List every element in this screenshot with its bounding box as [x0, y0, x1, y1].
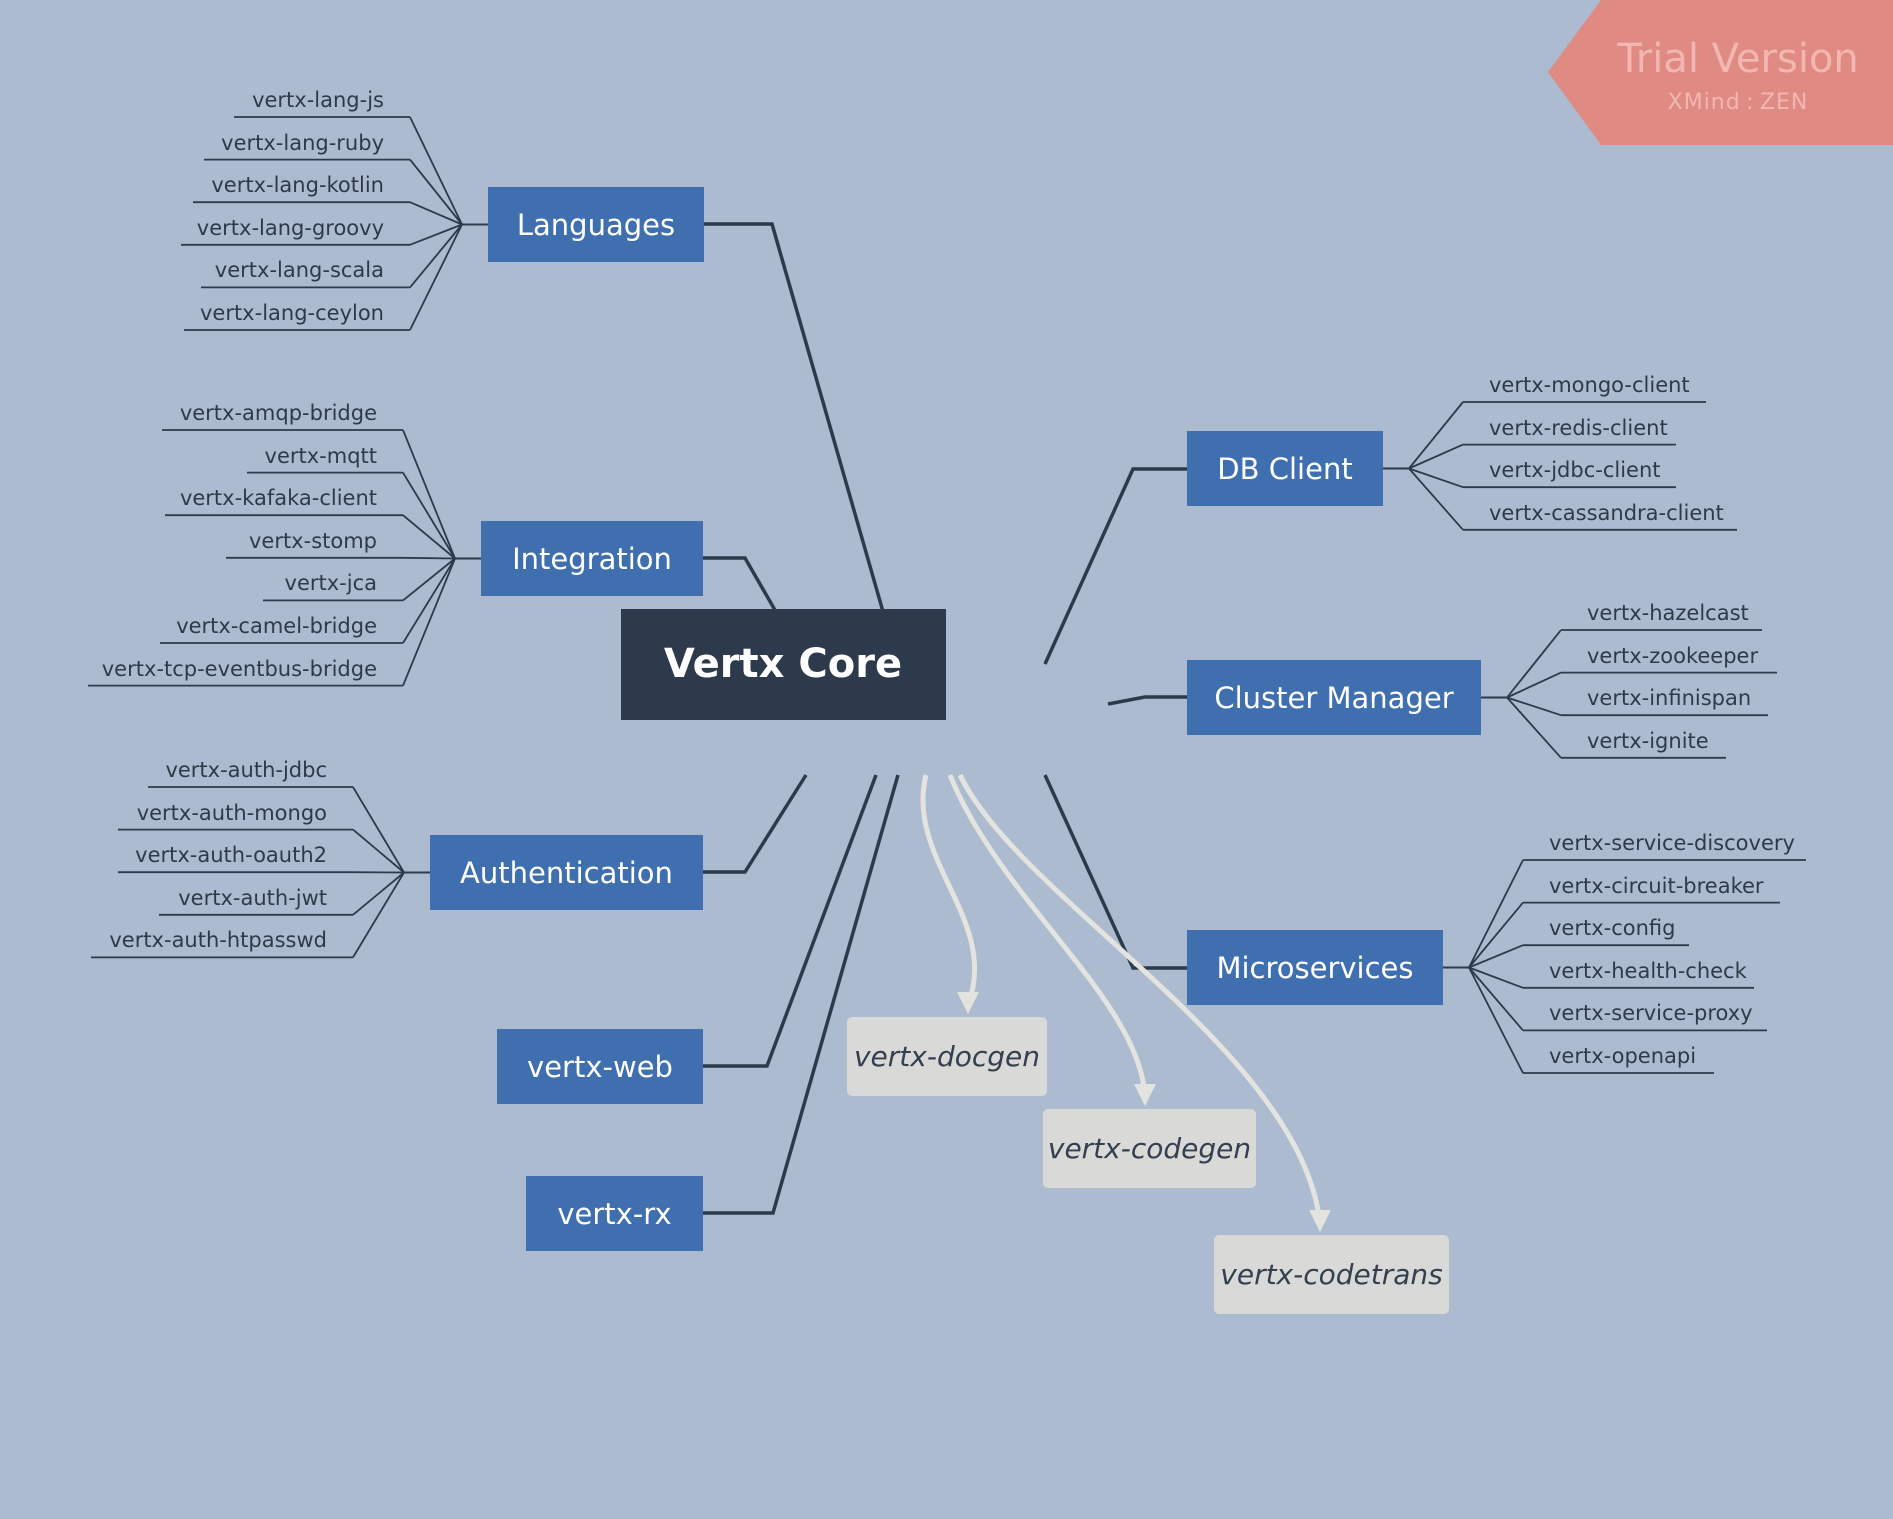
relationship-vertx-codetrans — [957, 773, 1323, 1224]
trial-watermark-subtitle: XMind : ZEN — [1667, 90, 1809, 115]
relationship-vertx-codegen — [947, 774, 1148, 1098]
topic-vertx-web[interactable]: vertx-web — [497, 1029, 703, 1104]
subtopic-connector-vertx-lang-ruby — [409, 159, 463, 226]
subtopic-connector-vertx-redis-client — [1408, 443, 1464, 470]
floating-topic-vertx-codetrans[interactable]: vertx-codetrans — [1214, 1235, 1449, 1314]
subtopic-vertx-tcp-eventbus-bridge[interactable]: vertx-tcp-eventbus-bridge — [101, 656, 377, 681]
subtopic-vertx-service-discovery[interactable]: vertx-service-discovery — [1549, 831, 1795, 855]
subtopic-vertx-camel-bridge[interactable]: vertx-camel-bridge — [176, 614, 377, 638]
subtopic-connector-vertx-lang-kotlin — [409, 201, 463, 226]
subtopic-connector-vertx-auth-jwt — [352, 871, 405, 916]
relationship-arrowhead-vertx-codegen — [1134, 1084, 1156, 1106]
subtopic-vertx-lang-ruby[interactable]: vertx-lang-ruby — [221, 130, 384, 155]
topic-cluster-manager[interactable]: Cluster Manager — [1187, 660, 1481, 735]
subtopic-vertx-health-check[interactable]: vertx-health-check — [1549, 958, 1747, 983]
subtopic-connector-vertx-openapi — [1468, 967, 1524, 1074]
subtopic-vertx-cassandra-client[interactable]: vertx-cassandra-client — [1489, 500, 1724, 525]
subtopic-connector-vertx-zookeeper — [1506, 671, 1562, 699]
subtopic-vertx-mongo-client[interactable]: vertx-mongo-client — [1489, 373, 1690, 397]
subtopic-vertx-redis-client[interactable]: vertx-redis-client — [1489, 415, 1668, 440]
subtopic-vertx-auth-jwt[interactable]: vertx-auth-jwt — [178, 885, 327, 910]
subtopic-connector-vertx-kafaka-client — [402, 514, 456, 560]
subtopic-vertx-ignite[interactable]: vertx-ignite — [1587, 728, 1709, 753]
subtopic-connector-vertx-mqtt — [402, 472, 456, 559]
connector-vertx-web — [703, 774, 878, 1068]
topic-vertx-rx[interactable]: vertx-rx — [526, 1176, 703, 1251]
subtopic-vertx-lang-scala[interactable]: vertx-lang-scala — [214, 258, 384, 283]
topic-db-client[interactable]: DB Client — [1187, 431, 1383, 506]
subtopic-vertx-jdbc-client[interactable]: vertx-jdbc-client — [1489, 458, 1661, 483]
trial-watermark-title: Trial Version — [1617, 36, 1859, 82]
subtopic-vertx-lang-groovy[interactable]: vertx-lang-groovy — [196, 215, 384, 240]
subtopic-vertx-auth-htpasswd[interactable]: vertx-auth-htpasswd — [109, 928, 327, 953]
subtopic-connector-vertx-infinispan — [1506, 696, 1562, 717]
subtopic-connector-vertx-cassandra-client — [1408, 467, 1464, 531]
trial-watermark — [1548, 0, 1893, 145]
subtopic-vertx-config[interactable]: vertx-config — [1549, 916, 1676, 941]
subtopic-vertx-zookeeper[interactable]: vertx-zookeeper — [1587, 643, 1759, 668]
subtopic-vertx-circuit-breaker[interactable]: vertx-circuit-breaker — [1549, 873, 1764, 898]
subtopic-connector-vertx-circuit-breaker — [1468, 902, 1524, 969]
subtopic-connector-vertx-tcp-eventbus-bridge — [402, 558, 456, 686]
subtopic-connector-vertx-jdbc-client — [1408, 467, 1464, 489]
topic-microservices[interactable]: Microservices — [1187, 930, 1443, 1005]
subtopic-vertx-auth-jdbc[interactable]: vertx-auth-jdbc — [165, 758, 327, 782]
topic-authentication[interactable]: Authentication — [430, 835, 703, 910]
subtopic-connector-vertx-jca — [402, 557, 456, 602]
subtopic-connector-vertx-lang-js — [409, 116, 463, 225]
connector-languages — [704, 222, 900, 665]
subtopic-connector-vertx-lang-scala — [409, 223, 463, 288]
subtopic-connector-vertx-lang-ceylon — [409, 224, 463, 331]
subtopic-vertx-stomp[interactable]: vertx-stomp — [248, 528, 377, 553]
connector-db-client — [1043, 467, 1187, 665]
connector-microservices — [1043, 774, 1187, 970]
subtopic-connector-vertx-config — [1468, 944, 1524, 969]
subtopic-vertx-lang-js[interactable]: vertx-lang-js — [252, 88, 384, 112]
central-topic[interactable]: Vertx Core — [620, 608, 946, 720]
connector-authentication — [703, 774, 808, 874]
topic-integration[interactable]: Integration — [481, 521, 703, 596]
floating-topic-vertx-docgen[interactable]: vertx-docgen — [847, 1017, 1047, 1096]
connector-vertx-rx — [703, 774, 900, 1215]
subtopic-vertx-kafaka-client[interactable]: vertx-kafaka-client — [179, 486, 377, 511]
subtopic-connector-vertx-auth-mongo — [352, 828, 405, 874]
subtopic-vertx-service-proxy[interactable]: vertx-service-proxy — [1549, 1001, 1753, 1026]
relationship-arrowhead-vertx-docgen — [957, 992, 979, 1014]
subtopic-connector-vertx-stomp — [402, 556, 456, 560]
subtopic-vertx-mqtt[interactable]: vertx-mqtt — [264, 443, 377, 468]
subtopic-connector-vertx-auth-jdbc — [352, 786, 405, 873]
subtopic-connector-vertx-health-check — [1468, 966, 1524, 989]
subtopic-connector-vertx-mongo-client — [1408, 401, 1464, 470]
subtopic-vertx-jca[interactable]: vertx-jca — [284, 571, 377, 596]
subtopic-vertx-auth-mongo[interactable]: vertx-auth-mongo — [136, 800, 327, 825]
subtopic-connector-vertx-camel-bridge — [402, 558, 456, 644]
subtopic-vertx-infinispan[interactable]: vertx-infinispan — [1587, 686, 1752, 711]
subtopic-vertx-openapi[interactable]: vertx-openapi — [1549, 1044, 1697, 1068]
subtopic-connector-vertx-amqp-bridge — [402, 429, 456, 559]
subtopic-vertx-auth-oauth2[interactable]: vertx-auth-oauth2 — [135, 843, 327, 868]
subtopic-connector-vertx-auth-htpasswd — [352, 872, 405, 958]
topic-languages[interactable]: Languages — [488, 187, 704, 262]
subtopic-vertx-hazelcast[interactable]: vertx-hazelcast — [1587, 601, 1749, 625]
subtopic-vertx-lang-kotlin[interactable]: vertx-lang-kotlin — [211, 173, 384, 198]
subtopic-vertx-lang-ceylon[interactable]: vertx-lang-ceylon — [199, 301, 384, 325]
subtopic-connector-vertx-hazelcast — [1506, 629, 1562, 699]
subtopic-connector-vertx-service-proxy — [1468, 966, 1524, 1031]
connector-cluster-manager — [1107, 695, 1187, 706]
relationship-arrowhead-vertx-codetrans — [1309, 1210, 1331, 1232]
floating-topic-vertx-codegen[interactable]: vertx-codegen — [1043, 1109, 1256, 1188]
subtopic-connector-vertx-ignite — [1506, 696, 1562, 759]
subtopic-vertx-amqp-bridge[interactable]: vertx-amqp-bridge — [179, 401, 377, 425]
subtopic-connector-vertx-lang-groovy — [409, 223, 463, 246]
relationship-vertx-docgen — [920, 774, 978, 1006]
subtopic-connector-vertx-service-discovery — [1468, 859, 1524, 968]
